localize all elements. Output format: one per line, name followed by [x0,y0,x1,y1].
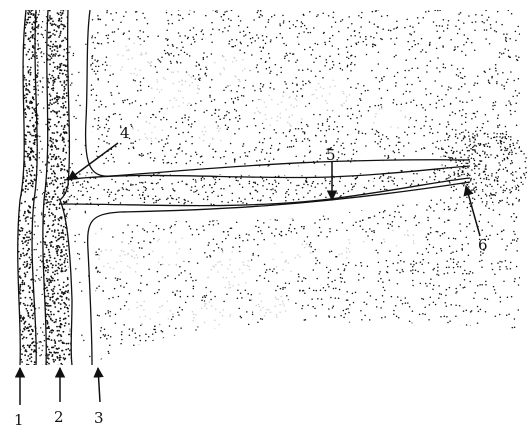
cell-void [150,234,190,266]
label-6: 6 [478,236,488,254]
layer-1-outer-edge [18,10,26,365]
label-3: 3 [94,409,104,427]
layer-1-inner-edge [32,10,37,365]
cell-void [206,250,254,290]
stipple-layer-2 [37,7,77,368]
stipple-tip [438,119,529,212]
cell-void [382,228,418,252]
cell-void [330,231,370,259]
cell-void [108,42,152,78]
stipple-layer-1 [9,7,45,368]
cell-void [151,70,199,110]
label-4: 4 [120,124,130,142]
cell-void [250,291,290,319]
cell-void [370,106,410,134]
pointer-3 [98,368,100,402]
cell-void [126,294,174,326]
pointer-4 [68,143,118,180]
cell-voids [98,42,418,329]
label-1: 1 [14,411,24,429]
cell-void [268,237,312,273]
cell-void [194,125,226,145]
label-5: 5 [326,146,336,164]
stalk-lower-edge [64,178,470,206]
cell-void [98,242,142,278]
stipple-lower-tissue [87,180,520,366]
label-2: 2 [54,408,64,426]
cell-void [210,54,250,86]
cell-void [188,301,232,329]
stalk-upper-edge [64,166,470,180]
cell-void [254,92,306,128]
cell-void [132,118,168,142]
pointer-6 [466,186,480,236]
layer-2-outer-edge [43,10,48,365]
cell-void [308,79,352,111]
